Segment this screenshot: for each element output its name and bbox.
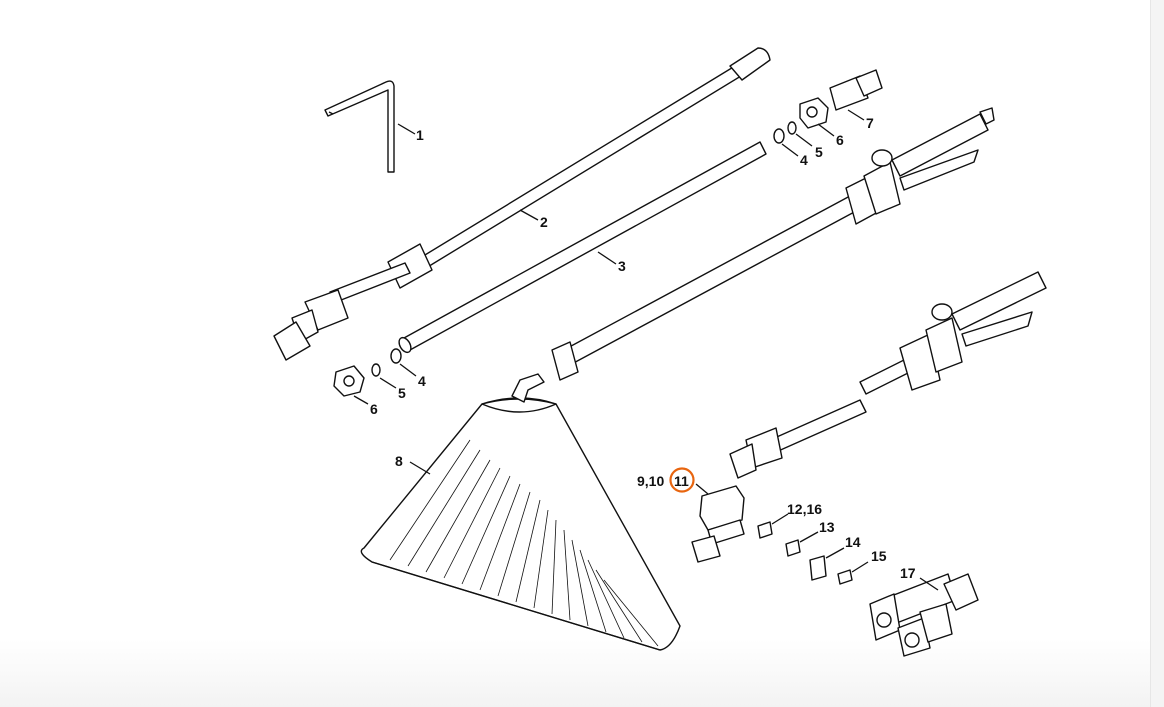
lower-spray-gun	[729, 271, 1047, 479]
highlight-ring-part-11	[669, 467, 695, 493]
label-part-13: 13	[819, 519, 835, 535]
part-2-telescopic-lance	[273, 47, 771, 361]
part-11-adapter	[691, 485, 745, 563]
label-part-6-upper: 6	[836, 132, 844, 148]
label-part-12-16: 12,16	[787, 501, 822, 517]
label-part-14: 14	[845, 534, 861, 550]
label-part-1: 1	[416, 127, 424, 143]
label-part-3: 3	[618, 258, 626, 274]
label-part-4-upper: 4	[800, 152, 808, 168]
bottom-background-band	[0, 640, 1150, 707]
part-3-extension-tube	[398, 141, 767, 354]
label-part-5-upper: 5	[815, 144, 823, 160]
label-part-5-lower: 5	[398, 385, 406, 401]
label-part-9-10: 9,10	[637, 473, 664, 489]
part-17-twin-nozzle-manifold	[869, 573, 979, 657]
small-nozzle-parts	[757, 521, 853, 585]
label-part-11[interactable]: 11	[674, 473, 689, 489]
label-part-2: 2	[540, 214, 548, 230]
label-part-6-lower: 6	[370, 401, 378, 417]
label-part-8: 8	[395, 453, 403, 469]
part-8-spray-shield	[360, 373, 681, 651]
lower-left-fittings	[333, 348, 402, 397]
upper-spray-gun	[551, 107, 995, 381]
leader-lines	[353, 109, 939, 591]
label-part-15: 15	[871, 548, 887, 564]
shield-hatching	[389, 439, 659, 647]
part-callouts: 1 2 3 4 5 6 7 4 5 6 8 9,10 11 12,16 13 1…	[370, 115, 916, 581]
upper-fittings	[773, 69, 883, 144]
label-part-7: 7	[866, 115, 874, 131]
label-part-17: 17	[900, 565, 916, 581]
part-1-hex-key	[324, 80, 395, 173]
label-part-4-lower: 4	[418, 373, 426, 389]
page-scrollbar-edge	[1150, 0, 1164, 707]
